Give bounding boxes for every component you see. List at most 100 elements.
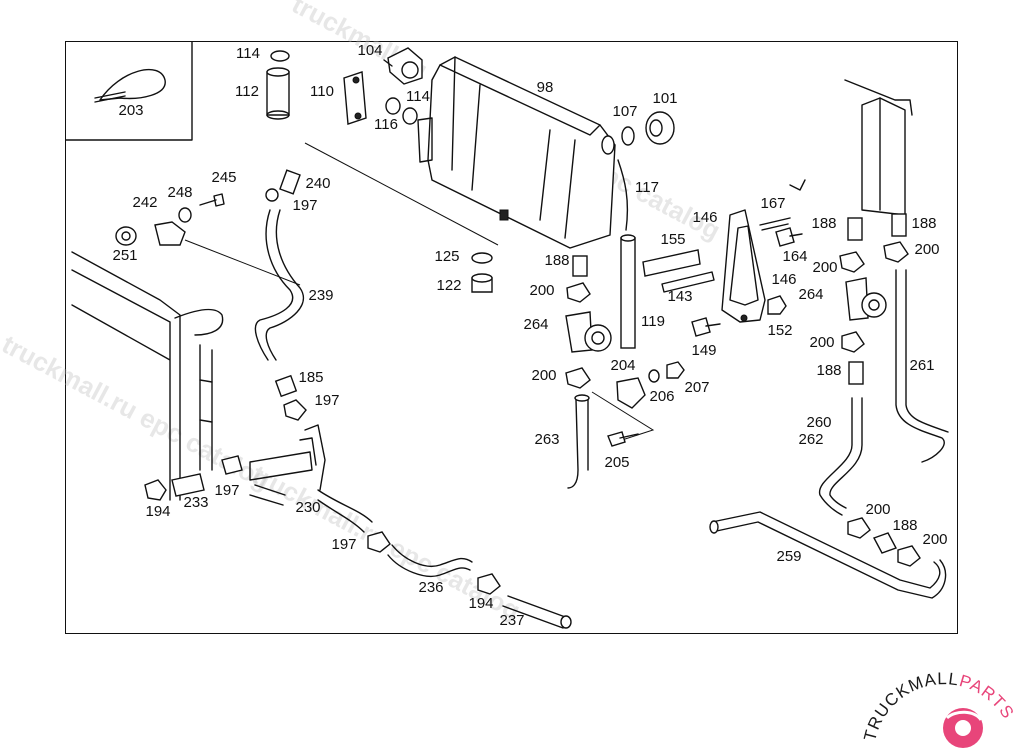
sleeve-112 <box>266 67 290 120</box>
part-label-248: 248 <box>167 184 192 201</box>
bolt-164 <box>775 227 795 247</box>
radiator <box>71 251 224 501</box>
part-label-119: 119 <box>641 313 665 330</box>
strip-143 <box>661 271 715 293</box>
nut-207 <box>666 361 685 379</box>
part-label-155: 155 <box>660 231 685 248</box>
washer-125 <box>471 252 493 264</box>
part-label-188: 188 <box>816 362 841 379</box>
part-label-260: 260 <box>806 414 831 431</box>
part-label-143: 143 <box>667 288 692 305</box>
part-label-125: 125 <box>434 248 459 265</box>
bolt-245 <box>199 193 225 207</box>
part-label-230: 230 <box>295 499 320 516</box>
part-label-114: 114 <box>406 88 430 105</box>
part-label-112: 112 <box>235 83 259 100</box>
washer-116 <box>402 107 418 125</box>
sleeve-188b <box>847 217 863 241</box>
gear-icon <box>943 708 983 748</box>
part-label-185: 185 <box>298 369 323 386</box>
tee-264b <box>845 277 887 321</box>
part-label-236: 236 <box>418 579 443 596</box>
clamp-200f <box>847 517 871 539</box>
clamp-194a <box>144 479 167 501</box>
part-label-200: 200 <box>812 259 837 276</box>
part-label-107: 107 <box>612 103 637 120</box>
part-label-200: 200 <box>531 367 556 384</box>
washer-107 <box>621 126 635 146</box>
part-label-194: 194 <box>145 503 170 520</box>
hose-117 <box>617 159 629 231</box>
clamp-242 <box>154 221 186 246</box>
inset-box-203 <box>65 41 193 141</box>
clamp-200d <box>839 251 865 273</box>
pipe-259 <box>711 511 947 599</box>
pipe-259-end <box>709 520 719 534</box>
bolt-205 <box>607 431 626 447</box>
part-label-239: 239 <box>308 287 333 304</box>
part-label-259: 259 <box>776 548 801 565</box>
hose-263-end <box>574 394 590 402</box>
part-label-98: 98 <box>537 79 554 96</box>
tank-neck <box>601 135 615 155</box>
plug-122 <box>471 273 493 293</box>
part-label-117: 117 <box>635 179 659 196</box>
valve-104 <box>383 47 423 85</box>
bracket-110 <box>343 71 367 125</box>
washer-248 <box>178 207 192 223</box>
part-label-207: 207 <box>684 379 709 396</box>
part-label-251: 251 <box>112 247 137 264</box>
sleeve-233 <box>171 473 205 497</box>
part-label-200: 200 <box>809 334 834 351</box>
hose-260 <box>819 397 863 516</box>
engine-block <box>789 79 913 216</box>
part-label-200: 200 <box>922 531 947 548</box>
leader-lines <box>184 142 499 286</box>
part-label-116: 116 <box>374 116 398 133</box>
clamp-200g <box>897 545 921 567</box>
part-label-206: 206 <box>649 388 674 405</box>
part-label-197: 197 <box>331 536 356 553</box>
hose-236 <box>387 544 473 577</box>
part-label-197: 197 <box>292 197 317 214</box>
part-label-261: 261 <box>909 357 934 374</box>
part-label-264: 264 <box>523 316 548 333</box>
part-label-122: 122 <box>436 277 461 294</box>
bracket-146 <box>721 209 766 323</box>
part-label-197: 197 <box>314 392 339 409</box>
hose-237 <box>502 595 572 629</box>
part-label-205: 205 <box>604 454 629 471</box>
part-label-200: 200 <box>865 501 890 518</box>
cap-101 <box>645 111 675 145</box>
nut-251 <box>115 226 137 246</box>
clamp-194b <box>477 573 501 595</box>
sleeve-188a <box>572 255 588 277</box>
part-label-242: 242 <box>132 194 157 211</box>
part-label-203: 203 <box>118 102 143 119</box>
sleeve-188c <box>891 213 907 237</box>
expansion-tank-98 <box>417 56 616 249</box>
hose-239 <box>254 169 305 361</box>
part-label-200: 200 <box>914 241 939 258</box>
part-label-101: 101 <box>652 90 677 107</box>
pin-167 <box>759 217 791 231</box>
part-label-114: 114 <box>236 45 260 62</box>
truckmall-logo: TRUCKMALLPARTS <box>855 650 1024 750</box>
part-label-245: 245 <box>211 169 236 186</box>
pipe-230 <box>221 424 373 533</box>
pipe-119 <box>620 234 636 349</box>
clamp-197a <box>283 399 307 421</box>
clamp-204 <box>616 377 646 409</box>
part-label-237: 237 <box>499 612 524 629</box>
part-label-188: 188 <box>892 517 917 534</box>
washer-114 <box>270 50 290 62</box>
part-label-194: 194 <box>468 595 493 612</box>
part-label-110: 110 <box>310 83 334 100</box>
part-label-264: 264 <box>798 286 823 303</box>
part-label-204: 204 <box>610 357 635 374</box>
clamp-200b <box>565 367 591 389</box>
part-label-146: 146 <box>771 271 796 288</box>
strip-155 <box>642 249 701 277</box>
